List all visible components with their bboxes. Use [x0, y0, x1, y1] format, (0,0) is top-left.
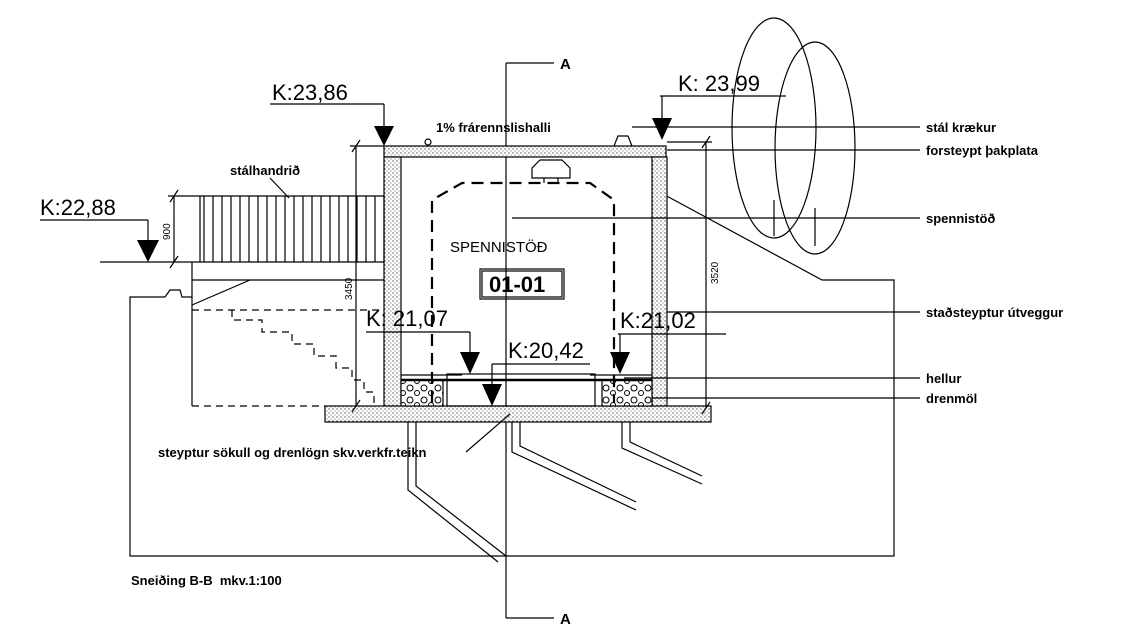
- section-label-top: A: [560, 56, 571, 73]
- dim-right-wall: [667, 135, 712, 415]
- level-left-roof-label: K:23,86: [272, 80, 348, 105]
- section-label-bottom: A: [560, 611, 571, 628]
- dim-railing: [168, 189, 200, 269]
- drain-pipes: [407, 422, 703, 563]
- left-wall: [383, 156, 402, 408]
- gravel-left: [400, 379, 444, 407]
- dim-right-wall-height: 3520: [710, 261, 721, 284]
- drawing-caption: Sneiðing B-B mkv.1:100: [131, 573, 282, 588]
- dim-railing-height: 900: [162, 223, 173, 240]
- roof-slab: [383, 135, 667, 158]
- railing-label: stálhandrið: [230, 163, 300, 178]
- right-wall: [651, 156, 668, 408]
- station-name: SPENNISTÖÐ: [450, 238, 548, 256]
- railing-leader: [269, 177, 290, 199]
- level-pit-floor-label: K:20,42: [508, 338, 584, 363]
- station-number: 01-01: [489, 272, 545, 297]
- slope-note: 1% frárennslishalli: [436, 120, 551, 135]
- gravel-right: [601, 379, 653, 407]
- level-terrace: [40, 219, 159, 262]
- callout-hook: stál krækur: [926, 120, 996, 135]
- stairs: [191, 262, 384, 407]
- level-left-floor-label: K: 21,07: [366, 306, 448, 331]
- station-number-box: [479, 268, 565, 300]
- level-right-floor: [610, 333, 726, 374]
- callout-wall: staðsteyptur útveggur: [926, 305, 1063, 320]
- callout-tiles: hellur: [926, 371, 961, 386]
- callout-drain-gravel: drenmöl: [926, 391, 977, 406]
- station-outline: [430, 159, 616, 403]
- footing: [324, 405, 712, 423]
- dim-left-wall-height: 3450: [344, 277, 355, 300]
- callout-station: spennistöð: [926, 211, 995, 226]
- level-right-roof-label: K: 23,99: [678, 71, 760, 96]
- tree-symbols: [731, 17, 856, 255]
- level-left-floor: [366, 331, 480, 374]
- dim-left-wall: [350, 139, 384, 413]
- callout-footing: steyptur sökull og drenlögn skv.verkfr.t…: [158, 445, 427, 460]
- level-left-roof: [270, 103, 394, 146]
- level-right-roof: [652, 95, 786, 140]
- level-pit-floor: [482, 363, 590, 406]
- railing: [199, 195, 385, 262]
- level-terrace-label: K:22,88: [40, 195, 116, 220]
- callout-leaders: [465, 126, 920, 453]
- callout-roof-slab: forsteypt þakplata: [926, 143, 1039, 158]
